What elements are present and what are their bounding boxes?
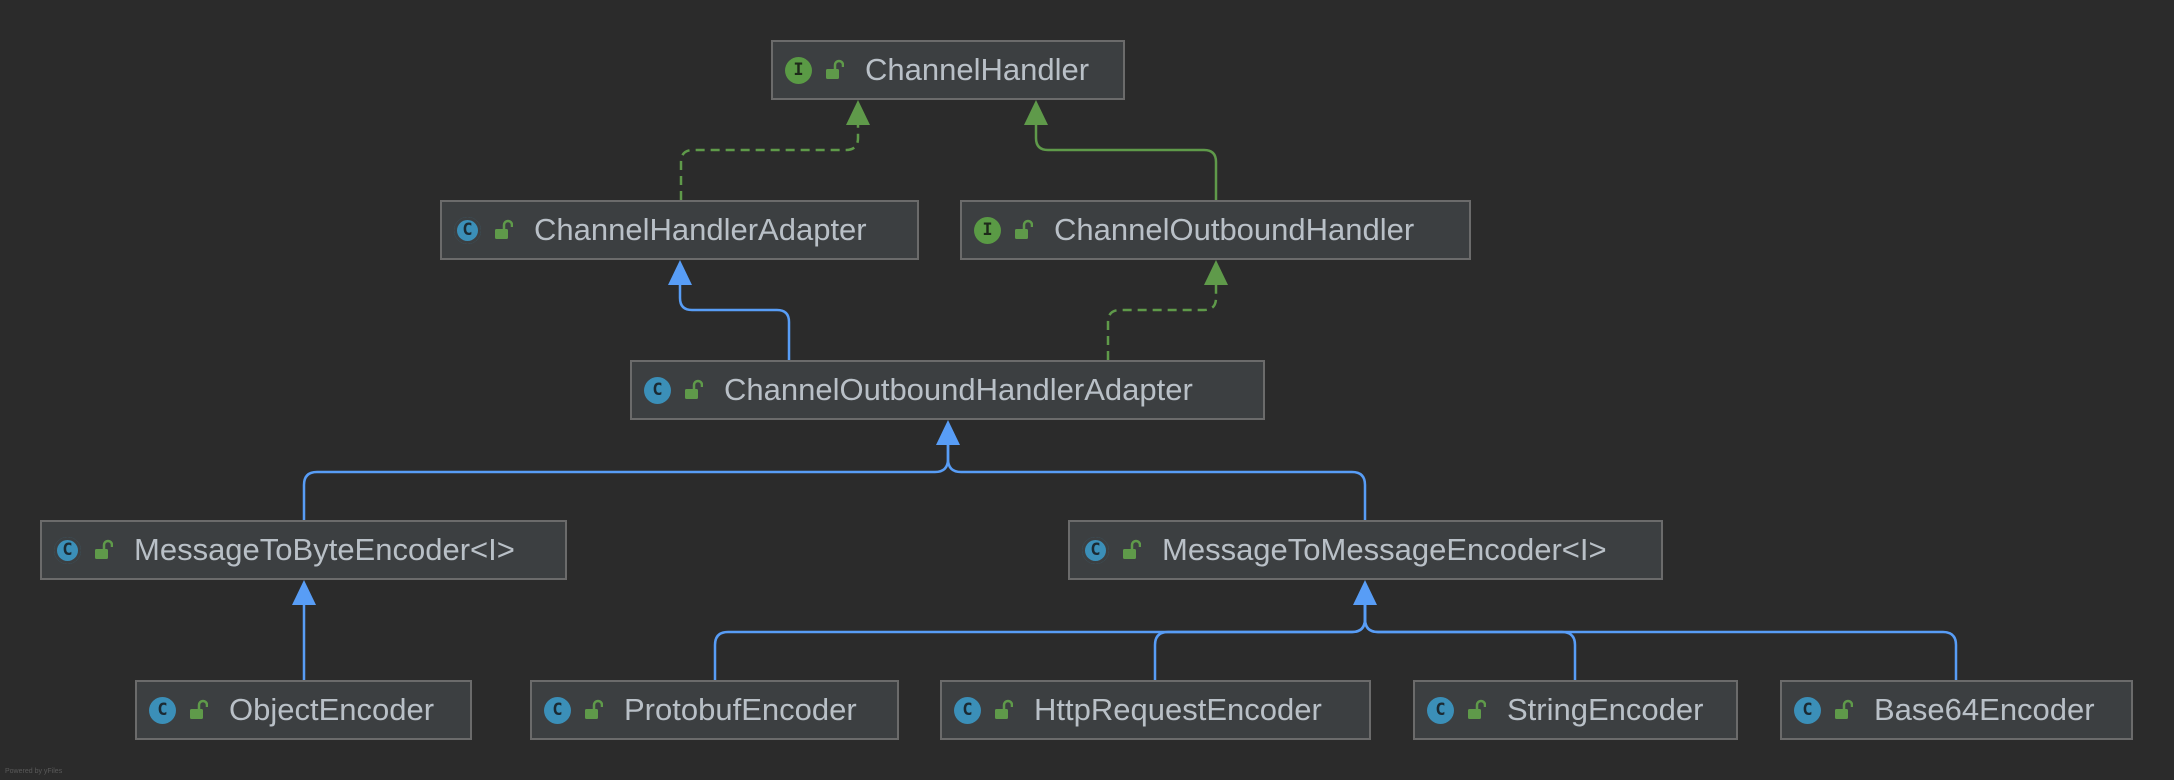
node-label: ChannelHandlerAdapter — [534, 212, 867, 247]
node-label: HttpRequestEncoder — [1034, 692, 1322, 727]
arrowhead — [292, 580, 316, 605]
footer-credit: Powered by yFiles — [5, 768, 63, 775]
edge-extends — [946, 445, 1367, 520]
arrowhead — [668, 260, 692, 285]
node-string-encoder[interactable]: C StringEncoder — [1413, 680, 1738, 740]
class-icon: C — [544, 696, 571, 724]
public-lock-icon — [826, 59, 844, 79]
public-lock-icon — [1468, 699, 1486, 719]
node-label: MessageToByteEncoder<I> — [134, 532, 515, 567]
abstract-class-icon: C — [1082, 536, 1109, 564]
arrowhead — [1353, 580, 1377, 605]
node-label: StringEncoder — [1507, 692, 1704, 727]
edge-extends — [1363, 605, 1577, 680]
node-label: Base64Encoder — [1874, 692, 2095, 727]
node-http-request-encoder[interactable]: C HttpRequestEncoder — [940, 680, 1371, 740]
abstract-class-icon: C — [454, 216, 481, 244]
public-lock-icon — [1835, 699, 1853, 719]
node-label: MessageToMessageEncoder<I> — [1162, 532, 1607, 567]
node-message-to-byte-encoder[interactable]: C MessageToByteEncoder<I> — [40, 520, 567, 580]
interface-icon: I — [974, 216, 1001, 244]
edge-extends — [678, 285, 791, 360]
edge-implements — [679, 125, 860, 200]
node-protobuf-encoder[interactable]: C ProtobufEncoder — [530, 680, 899, 740]
public-lock-icon — [995, 699, 1013, 719]
node-label: ChannelOutboundHandler — [1054, 212, 1415, 247]
node-channel-handler[interactable]: I ChannelHandler — [771, 40, 1125, 100]
edge-extends — [302, 445, 950, 520]
edge-extends-interface — [1034, 125, 1218, 200]
edge-extends — [713, 605, 1367, 680]
arrowhead — [1024, 100, 1048, 125]
public-lock-icon — [190, 699, 208, 719]
class-icon: C — [644, 376, 671, 404]
arrowhead — [936, 420, 960, 445]
edge-extends — [1153, 605, 1367, 680]
abstract-class-icon: C — [54, 536, 81, 564]
interface-icon: I — [785, 56, 812, 84]
arrowhead — [846, 100, 870, 125]
public-lock-icon — [95, 539, 113, 559]
node-label: ObjectEncoder — [229, 692, 435, 727]
public-lock-icon — [685, 379, 703, 399]
arrowhead — [1204, 260, 1228, 285]
edge-extends — [1363, 605, 1958, 680]
node-label: ProtobufEncoder — [624, 692, 857, 727]
node-channel-handler-adapter[interactable]: C ChannelHandlerAdapter — [440, 200, 919, 260]
node-label: ChannelOutboundHandlerAdapter — [724, 372, 1193, 407]
public-lock-icon — [495, 219, 513, 239]
edge-implements — [1106, 285, 1218, 360]
public-lock-icon — [585, 699, 603, 719]
node-channel-outbound-handler[interactable]: I ChannelOutboundHandler — [960, 200, 1471, 260]
class-icon: C — [954, 696, 981, 724]
class-icon: C — [1427, 696, 1454, 724]
public-lock-icon — [1015, 219, 1033, 239]
node-label: ChannelHandler — [865, 52, 1090, 87]
node-base64-encoder[interactable]: C Base64Encoder — [1780, 680, 2133, 740]
class-icon: C — [149, 696, 176, 724]
node-message-to-message-encoder[interactable]: C MessageToMessageEncoder<I> — [1068, 520, 1663, 580]
public-lock-icon — [1123, 539, 1141, 559]
node-object-encoder[interactable]: C ObjectEncoder — [135, 680, 472, 740]
class-icon: C — [1794, 696, 1821, 724]
node-channel-outbound-handler-adapter[interactable]: C ChannelOutboundHandlerAdapter — [630, 360, 1265, 420]
